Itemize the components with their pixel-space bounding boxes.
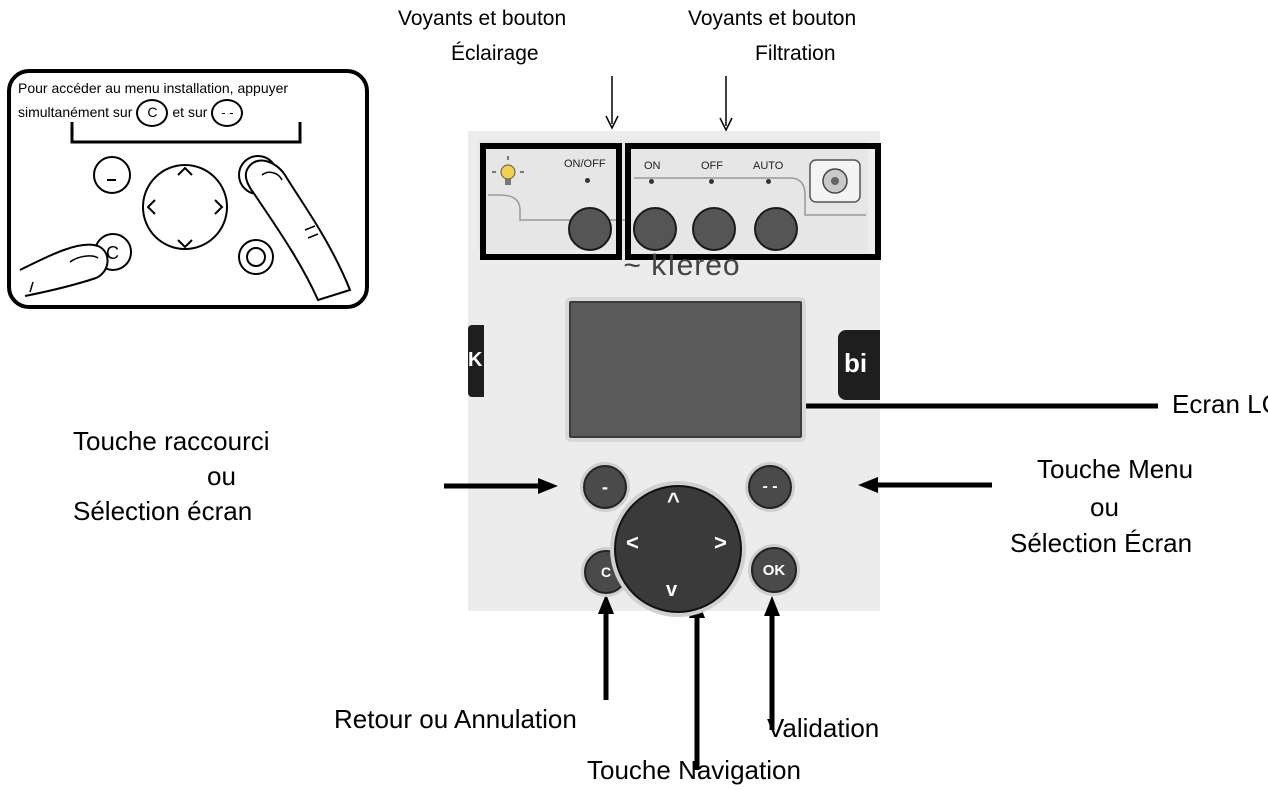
nav-right-icon[interactable]: > — [714, 530, 727, 555]
inset-key-dd: - - — [211, 98, 244, 127]
brand-logo: ~ kIereo — [623, 250, 741, 282]
shortcut-label-line3: Sélection écran — [73, 496, 253, 526]
filtration-off-led — [709, 179, 714, 184]
inset-key-c: C — [136, 98, 169, 127]
installation-hint-line2a: simultanément sur — [18, 104, 133, 121]
filtration-on-led — [649, 179, 654, 184]
navigation-label: Touche Navigation — [587, 755, 801, 785]
menu-label-line1: Touche Menu — [1037, 454, 1194, 484]
filtration-auto-button[interactable] — [754, 207, 798, 251]
installation-hint-line1: Pour accéder au menu installation, appuy… — [18, 80, 289, 96]
eclairage-label-line2: Éclairage — [451, 42, 539, 65]
filtration-auto-label: AUTO — [753, 160, 784, 172]
ok-button[interactable]: OK — [751, 547, 797, 593]
filtration-auto-led — [766, 179, 771, 184]
menu-button[interactable]: - - — [748, 465, 792, 509]
navigation-pad[interactable] — [614, 485, 742, 613]
lcd-screen — [565, 297, 806, 442]
validation-label: Validation — [767, 713, 880, 743]
filtration-on-label: ON — [644, 160, 661, 172]
lcd-label: Ecran LCD — [1172, 389, 1268, 419]
filtration-label-line2: Filtration — [755, 42, 836, 65]
filtration-on-button[interactable] — [633, 207, 677, 251]
nav-left-icon[interactable]: < — [626, 530, 639, 555]
left-badge: K — [468, 325, 484, 397]
svg-text:C: C — [106, 243, 119, 263]
installation-hint-text: Pour accéder au menu installation, appuy… — [18, 80, 288, 127]
eclairage-led — [585, 178, 590, 183]
back-label: Retour ou Annulation — [334, 704, 577, 734]
eclairage-onoff-button[interactable] — [568, 207, 612, 251]
installation-hint-line2b: et sur — [172, 104, 208, 121]
right-badge: bi — [838, 330, 880, 400]
nav-down-icon[interactable]: v — [666, 579, 678, 601]
shortcut-label-line1: Touche raccourci — [73, 426, 270, 456]
filtration-label-line1: Voyants et bouton — [688, 7, 857, 30]
filtration-off-button[interactable] — [692, 207, 736, 251]
onoff-label: ON/OFF — [564, 158, 606, 170]
menu-label-line3: Sélection Écran — [1010, 528, 1193, 558]
nav-up-icon[interactable]: ^ — [667, 488, 680, 513]
shortcut-button[interactable]: - — [583, 465, 627, 509]
eclairage-label-line1: Voyants et bouton — [398, 7, 567, 30]
filtration-off-label: OFF — [701, 160, 723, 172]
shortcut-label-line2: ou — [207, 461, 236, 491]
menu-label-line2: ou — [1090, 492, 1119, 522]
